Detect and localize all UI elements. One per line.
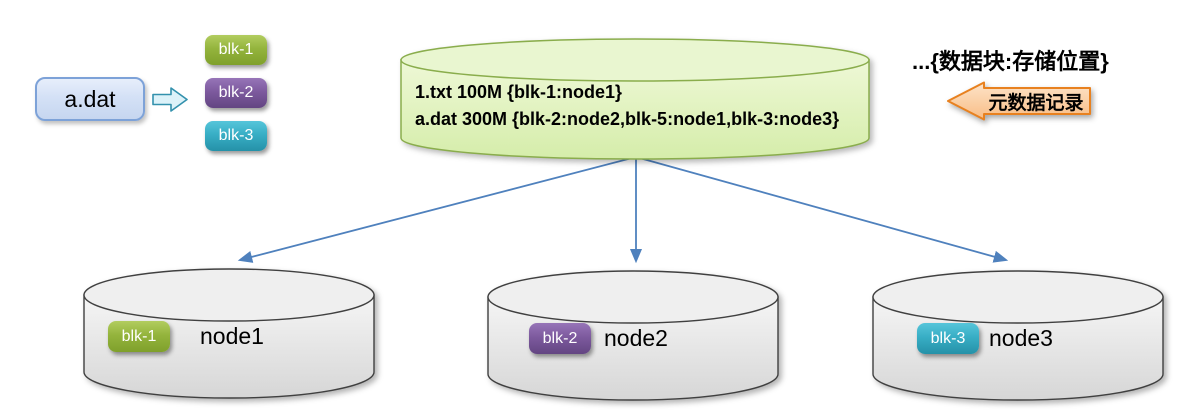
file-box: a.dat [35,77,145,121]
metadata-record-line: 1.txt 100M {blk-1:node1} [415,82,623,102]
metadata-cylinder-shape [400,38,870,160]
mapping-note: ...{数据块:存储位置} [912,49,1109,74]
block-badge-label: blk-3 [218,127,254,144]
block-badge-blk-2: blk-2 [205,78,267,108]
node-block-badge: blk-3 [917,323,979,354]
block-badge-blk-1: blk-1 [205,35,267,65]
node-node3: blk-3 node3 [872,270,1164,402]
block-badge-blk-3: blk-3 [205,121,267,151]
node-block-badge-label: blk-3 [930,329,966,347]
node-block-badge-label: blk-2 [542,329,578,347]
block-badge-label: blk-1 [218,41,254,58]
metadata-store-cylinder [400,38,870,161]
node-cylinder-shape [83,268,375,399]
split-arrow-icon [152,87,188,112]
metadata-record-arrow: 元数据记录 [946,81,1092,121]
arrow-to-node3 [635,156,1009,263]
node-label: node2 [604,325,668,351]
node-block-badge: blk-2 [529,323,591,354]
node-node2: blk-2 node2 [487,270,779,402]
node-block-badge: blk-1 [108,321,170,352]
node-block-badge-label: blk-1 [121,327,157,345]
node-cylinder-shape [872,270,1164,401]
metadata-records: 1.txt 100M {blk-1:node1} a.dat 300M {blk… [415,79,865,133]
node-label: node1 [200,323,264,349]
metadata-record-line: a.dat 300M {blk-2:node2,blk-5:node1,blk-… [415,109,840,129]
node-label: node3 [989,325,1053,351]
node-cylinder-shape [487,270,779,401]
block-badge-label: blk-2 [218,84,254,101]
metadata-record-arrow-label: 元数据记录 [988,92,1084,114]
left-block-arrow-shape [947,81,1091,121]
file-name: a.dat [64,85,116,112]
node-node1: blk-1 node1 [83,268,375,400]
arrow-to-node1 [237,156,637,263]
